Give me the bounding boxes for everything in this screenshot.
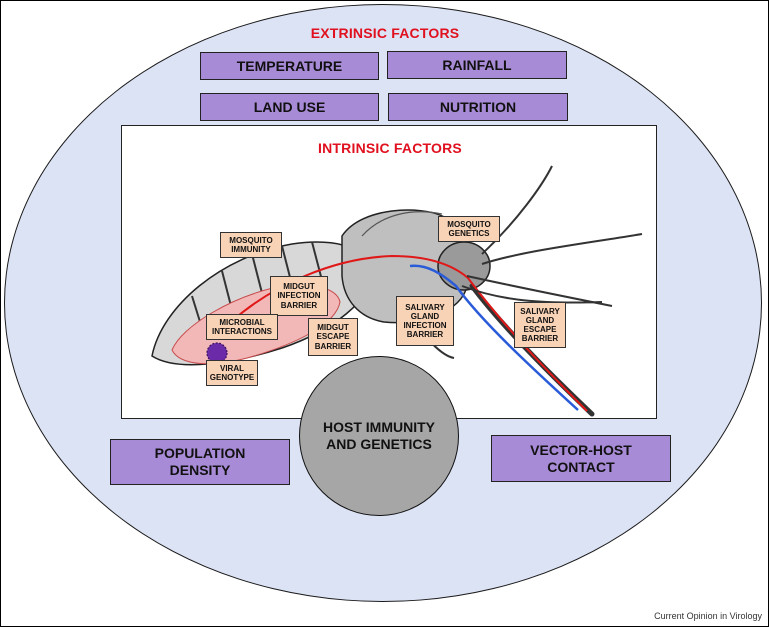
virus-path-blue [409,264,579,411]
salivary-gland-infection-barrier-label: SALIVARY GLAND INFECTION BARRIER [396,296,454,346]
mosquito-head [437,241,491,291]
mosquito-genetics-label: MOSQUITO GENETICS [438,216,500,242]
intrinsic-factors-title: INTRINSIC FACTORS [318,140,462,156]
land-use-box: LAND USE [200,93,379,121]
mosquito-immunity-label: MOSQUITO IMMUNITY [220,232,282,258]
mosquito-wing [361,211,443,237]
nutrition-box: NUTRITION [388,93,568,121]
extrinsic-factors-title: EXTRINSIC FACTORS [310,25,460,41]
mosquito-antenna-1 [481,165,553,255]
mosquito-antenna-2 [481,233,643,265]
salivary-gland-escape-barrier-label: SALIVARY GLAND ESCAPE BARRIER [514,302,566,348]
vector-host-contact-box: VECTOR-HOST CONTACT [491,435,671,482]
midgut-infection-barrier-label: MIDGUT INFECTION BARRIER [270,276,328,316]
host-immunity-genetics-circle: HOST IMMUNITY AND GENETICS [299,356,459,516]
population-density-box: POPULATION DENSITY [110,439,290,485]
temperature-box: TEMPERATURE [200,52,379,80]
microbial-interactions-label: MICROBIAL INTERACTIONS [206,314,278,340]
credit-text: Current Opinion in Virology [654,611,762,621]
rainfall-box: RAINFALL [387,51,567,79]
midgut-escape-barrier-label: MIDGUT ESCAPE BARRIER [308,318,358,356]
viral-genotype-label: VIRAL GENOTYPE [206,360,258,386]
